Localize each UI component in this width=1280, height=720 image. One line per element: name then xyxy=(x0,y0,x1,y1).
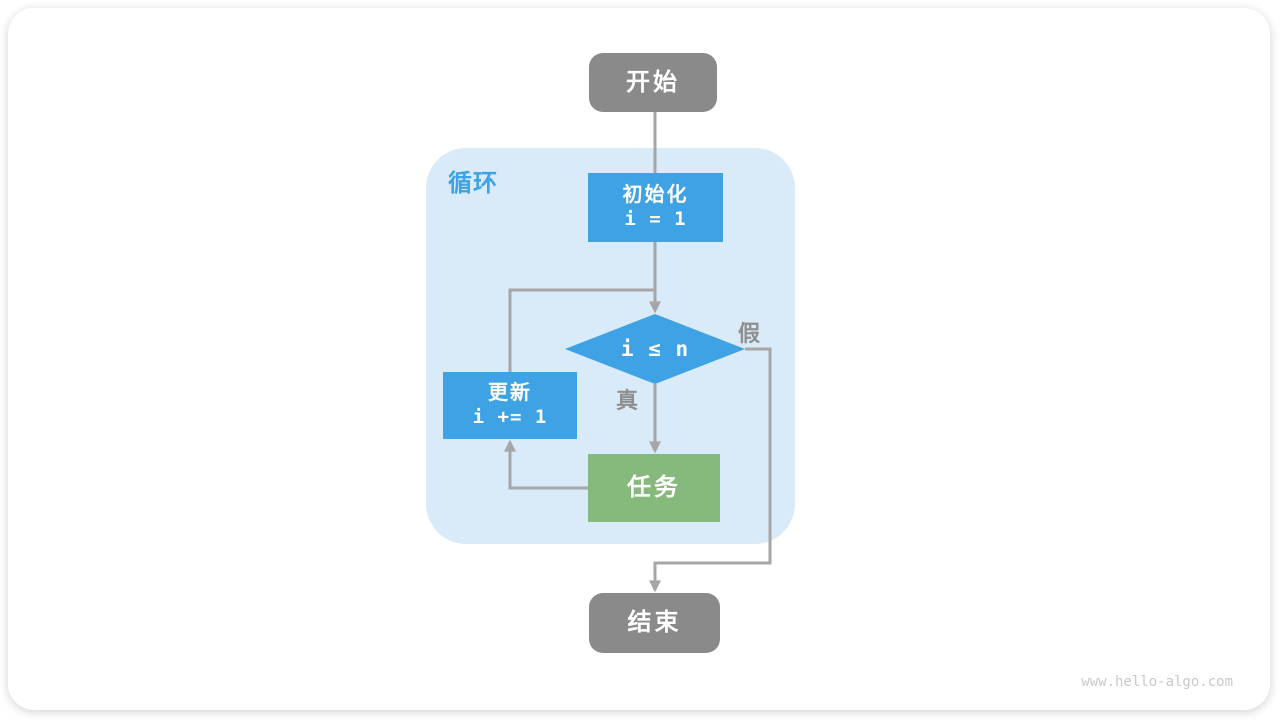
task-node-label: 任务 xyxy=(627,474,681,501)
init-node-code: i = 1 xyxy=(624,208,687,231)
update-node-code: i += 1 xyxy=(472,406,548,429)
edge-task-to-update xyxy=(504,439,588,490)
start-node-label: 开始 xyxy=(626,68,680,96)
init-node: 初始化 i = 1 xyxy=(588,173,723,242)
edge-update-to-merge xyxy=(508,288,655,372)
watermark-text: www.hello-algo.com xyxy=(1081,674,1233,690)
edge-condition-to-end xyxy=(649,347,772,593)
false-branch-label: 假 xyxy=(738,321,761,346)
update-node-title: 更新 xyxy=(488,382,532,405)
true-branch-label: 真 xyxy=(616,388,639,413)
end-node-label: 结束 xyxy=(627,609,682,636)
condition-node-code: i ≤ n xyxy=(620,336,690,361)
update-node: 更新 i += 1 xyxy=(443,372,577,439)
start-node: 开始 xyxy=(589,53,717,112)
loop-region-label: 循环 xyxy=(448,170,498,197)
task-node: 任务 xyxy=(588,454,720,522)
end-node: 结束 xyxy=(589,593,720,653)
init-node-title: 初始化 xyxy=(622,184,689,207)
